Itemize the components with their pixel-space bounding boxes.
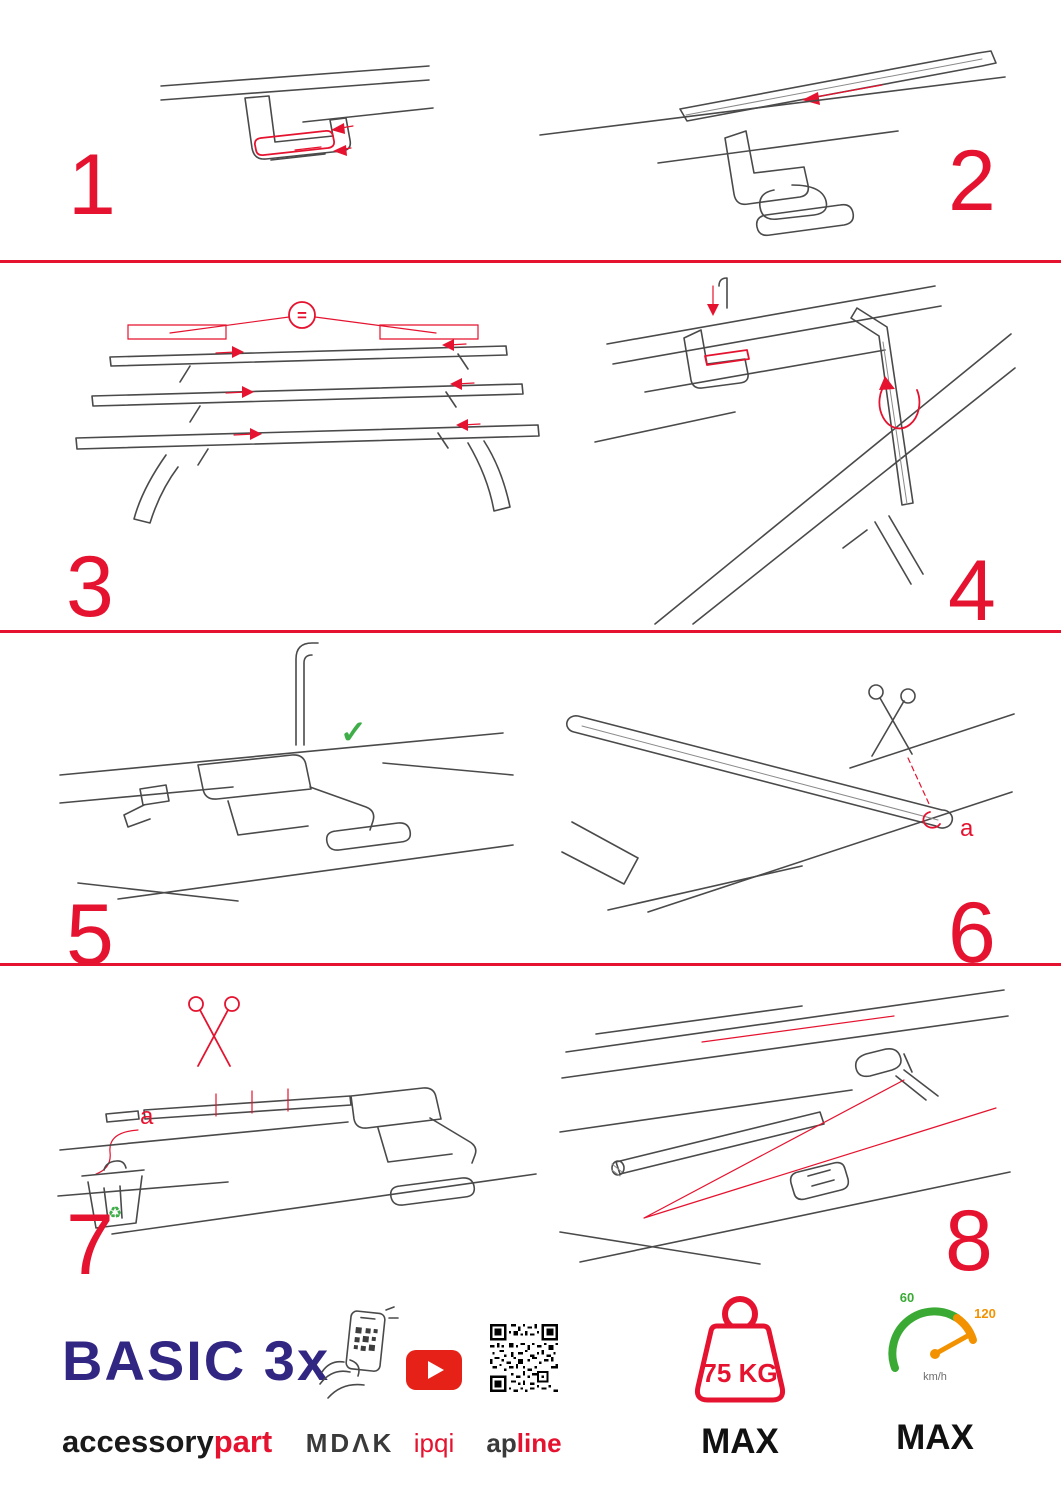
product-logo: BASIC 3x: [62, 1329, 331, 1392]
trash-bin-icon: [81, 1160, 145, 1229]
step-7-number: 7: [66, 1197, 114, 1293]
scissors-icon: [188, 996, 240, 1067]
step-4-number: 4: [948, 543, 996, 639]
apline-line: line: [516, 1428, 562, 1458]
equal-spacing-label: =: [297, 306, 307, 325]
brand-accessorypart: accessorypart: [62, 1424, 272, 1460]
brand-part: part: [213, 1424, 273, 1459]
speed-high-label: 120: [974, 1306, 996, 1321]
youtube-icon: [406, 1350, 462, 1390]
step-3-illustration: =: [75, 301, 540, 524]
t-bolt-part: [789, 1161, 850, 1201]
phone-qr-icon: [319, 1306, 399, 1399]
recycle-icon: ♻: [108, 1205, 122, 1222]
weight-max-label: MAX: [701, 1422, 779, 1461]
max-weight-badge: 75 KG MAX: [662, 1290, 818, 1462]
step-5-illustration: ✓: [59, 642, 514, 902]
step-8-illustration: [559, 989, 1011, 1265]
scissors-icon: [868, 684, 916, 757]
step-2-number: 2: [948, 133, 996, 229]
step-4-illustration: [594, 277, 1016, 625]
speed-low-label: 60: [900, 1290, 914, 1305]
cut-piece-label: a: [140, 1103, 154, 1130]
brand-accessory: accessory: [62, 1424, 214, 1459]
partner-apline: apline: [478, 1428, 570, 1459]
speed-unit-label: km/h: [923, 1371, 947, 1383]
speed-max-label: MAX: [896, 1418, 974, 1457]
max-speed-badge: 60 120 km/h MAX: [862, 1288, 1008, 1458]
speedometer-icon: 60 120 km/h: [888, 1290, 996, 1383]
section-divider: [0, 260, 1061, 263]
weight-value: 75 KG: [702, 1358, 777, 1388]
apline-ap: ap: [486, 1428, 517, 1458]
section-divider: [0, 630, 1061, 633]
partner-ipqi: ipqi: [413, 1428, 455, 1458]
step-2-illustration: [539, 50, 1006, 237]
check-icon: ✓: [340, 714, 367, 750]
step-6-number: 6: [948, 885, 996, 981]
weight-icon: 75 KG: [695, 1296, 785, 1403]
cut-piece-label: a: [960, 815, 974, 842]
step-8-number: 8: [945, 1193, 993, 1289]
step-7-illustration: a ♻: [57, 996, 537, 1235]
step-6-illustration: a: [561, 684, 1015, 913]
section-divider: [0, 963, 1061, 966]
step-1-number: 1: [68, 137, 116, 233]
step-3-number: 3: [66, 539, 114, 635]
step-1-illustration: [160, 65, 434, 161]
partner-mdak: MDΛK: [305, 1428, 395, 1458]
qr-code-icon: [490, 1324, 558, 1392]
